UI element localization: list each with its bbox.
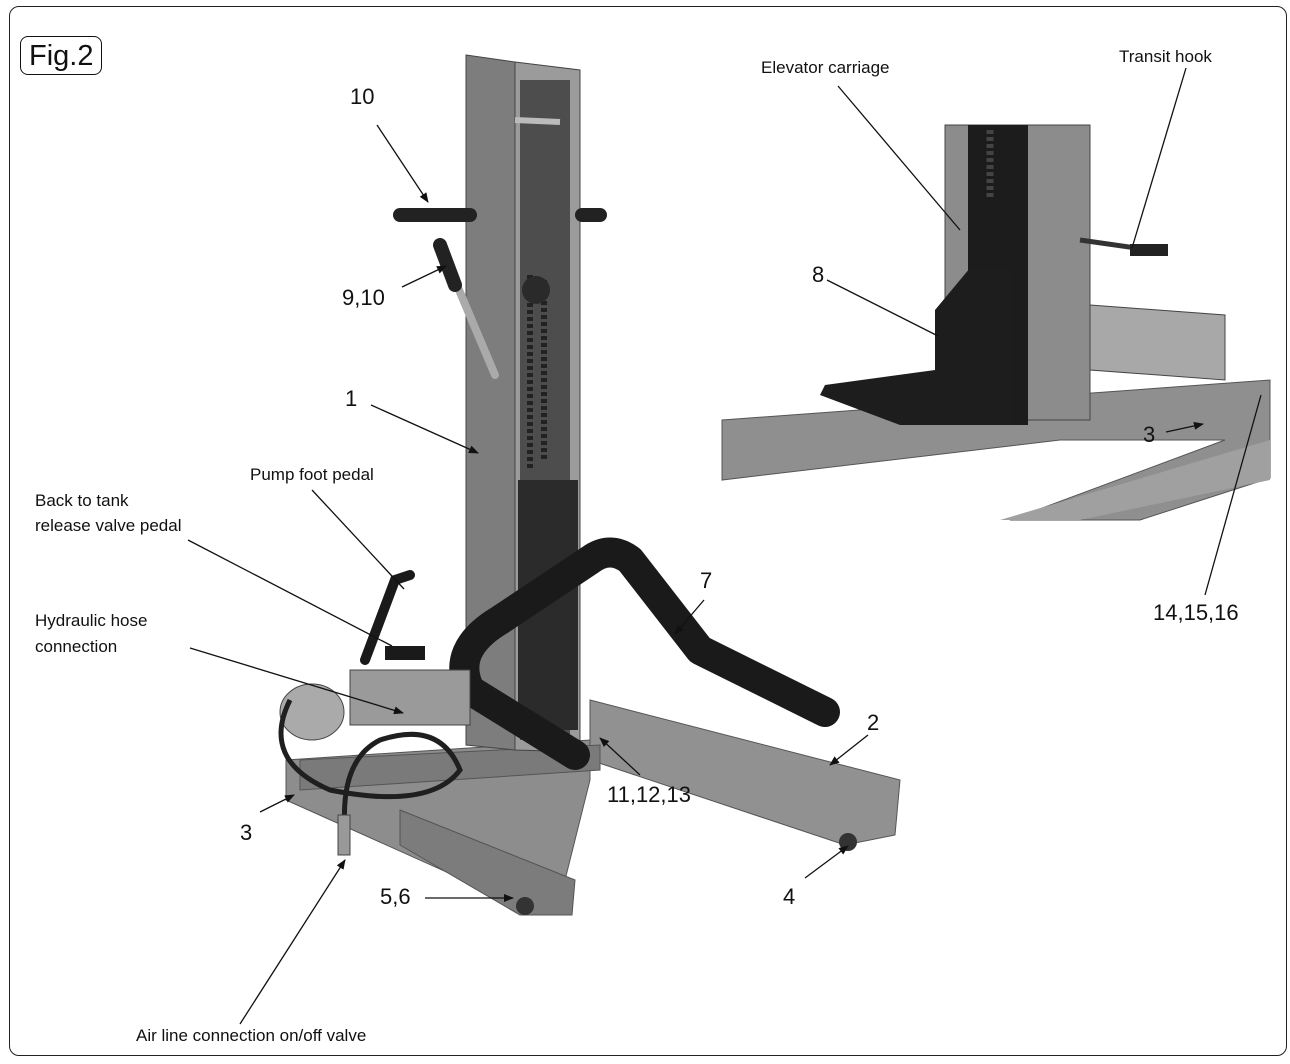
air-motor <box>279 683 345 741</box>
figure-label: Fig.2 <box>20 36 103 75</box>
leader-pump-foot-pedal <box>311 489 405 590</box>
chain-sprocket <box>522 276 550 304</box>
leader-transit-hook <box>1131 67 1187 249</box>
leader-9-10 <box>401 265 447 288</box>
label-back-to-tank-line1: Back to tank <box>35 491 129 510</box>
label-hydraulic-line2: connection <box>35 637 118 656</box>
leader-10 <box>376 124 429 203</box>
leader-back-to-tank <box>187 539 393 647</box>
main-lift-photo <box>278 54 901 916</box>
release-pedal <box>385 646 425 660</box>
label-pump-foot-pedal: Pump foot pedal <box>250 465 374 484</box>
leader-1 <box>370 404 479 454</box>
label-elevator-carriage: Elevator carriage <box>761 58 890 77</box>
base-leg-left-front <box>399 809 576 916</box>
figure-frame <box>9 6 1287 1056</box>
leader-2 <box>829 734 869 766</box>
base-cross-member <box>299 744 601 791</box>
leader-3-right <box>1165 421 1204 433</box>
leader-elevator-carriage <box>837 85 961 231</box>
leader-3-left <box>259 794 295 813</box>
air-coupler <box>337 814 351 856</box>
leader-14-15-16 <box>1204 394 1262 596</box>
label-5-6: 5,6 <box>380 884 411 909</box>
air-hose <box>278 698 463 831</box>
label-8: 8 <box>812 262 825 287</box>
label-back-to-tank-line2: release valve pedal <box>35 516 182 535</box>
label-3: 3 <box>240 820 253 845</box>
label-7: 7 <box>700 568 713 593</box>
label-4: 4 <box>783 884 796 909</box>
label-9-10: 9,10 <box>342 285 385 310</box>
inset-pump-box <box>1089 304 1226 381</box>
leader-4 <box>804 845 849 879</box>
inset-transit-hook-plate <box>1130 244 1168 256</box>
label-1: 1 <box>345 386 358 411</box>
label-transit-hook: Transit hook <box>1119 47 1212 66</box>
pump-lever-grip <box>433 238 462 292</box>
leader-lines <box>187 67 1262 1025</box>
label-14-15-16: 14,15,16 <box>1153 600 1239 625</box>
label-10: 10 <box>350 84 375 109</box>
hydraulic-pump-body <box>349 669 471 726</box>
inset-right-leg <box>1000 440 1270 520</box>
label-11-12-13: 11,12,13 <box>607 782 692 807</box>
inset-photo <box>721 124 1271 521</box>
label-air-line: Air line connection on/off valve <box>136 1026 367 1045</box>
label-2: 2 <box>867 710 880 735</box>
leader-air-line <box>239 859 346 1025</box>
wheel-left <box>516 897 534 915</box>
leader-11-12-13 <box>599 737 641 776</box>
inset-wheel-cradle <box>820 268 1010 425</box>
label-hydraulic-line1: Hydraulic hose <box>35 611 148 630</box>
label-3-inset: 3 <box>1143 422 1156 447</box>
leader-8 <box>826 279 939 337</box>
leader-7 <box>674 599 705 635</box>
leader-hydraulic <box>189 647 404 715</box>
wheel-right <box>839 833 857 851</box>
